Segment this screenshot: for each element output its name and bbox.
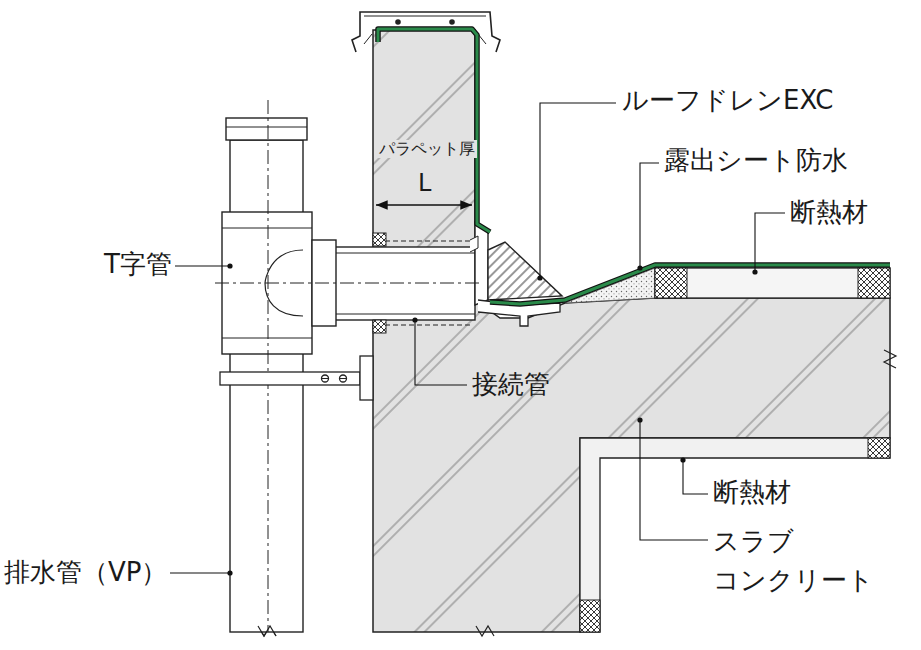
drain-pipe — [226, 127, 307, 128]
pipe-bracket — [322, 375, 329, 382]
upper-insulation — [655, 268, 687, 298]
leader-dot — [637, 417, 642, 422]
connection-pipe — [385, 241, 470, 242]
waterproof-sheet — [378, 29, 890, 304]
leader-dot — [227, 570, 232, 575]
leader-dot — [227, 263, 757, 575]
dimension-line — [376, 204, 472, 205]
pipe-bracket — [360, 356, 373, 400]
roof-drain — [488, 242, 562, 300]
upper-insulation — [565, 268, 655, 303]
roof-drain — [475, 222, 488, 305]
part-label: 排水管（VP） — [4, 558, 167, 588]
leader-line — [175, 265, 228, 266]
lower-insulation — [580, 600, 600, 632]
connection-pipe — [373, 320, 386, 333]
leader-line — [640, 163, 659, 268]
break-mark — [476, 626, 494, 636]
roof-drain — [470, 236, 478, 252]
coping-cap — [450, 20, 454, 24]
part-label: スラブ コンクリート — [713, 522, 885, 600]
drain-pipe — [258, 626, 276, 636]
drain-pipe — [222, 228, 312, 229]
roof-drain — [470, 222, 562, 326]
waterproof-sheet — [378, 29, 890, 304]
dimension-value: L — [416, 170, 433, 198]
leader-line — [640, 420, 708, 540]
pipe-bracket — [220, 372, 360, 385]
leader-dot — [537, 275, 542, 280]
leader-line — [755, 213, 785, 272]
concrete-body — [373, 30, 890, 632]
drain-pipe — [222, 338, 312, 339]
connection-pipe — [335, 253, 475, 254]
leader-dot — [412, 317, 417, 322]
leader-dot — [680, 457, 685, 462]
part-label: 断熱材 — [790, 198, 868, 228]
lower-insulation — [580, 438, 890, 632]
dimension-line — [376, 204, 472, 205]
connection-pipe — [335, 314, 475, 315]
leader-dot — [637, 265, 642, 270]
coping-cap — [364, 34, 486, 44]
coping-cap — [396, 20, 400, 24]
drain-pipe — [215, 283, 480, 284]
dimension-label: パラペット厚 — [377, 140, 477, 158]
connection-pipe — [385, 325, 470, 326]
drain-pipe — [215, 100, 480, 636]
leader-line — [170, 572, 230, 573]
coping-cap — [364, 16, 486, 17]
leader-dot — [752, 269, 757, 274]
part-label: 露出シート防水 — [664, 146, 848, 176]
upper-insulation — [565, 268, 890, 303]
break-mark — [258, 350, 896, 636]
connection-pipe — [373, 233, 386, 246]
leader-line — [540, 103, 616, 278]
break-mark — [884, 350, 896, 368]
pipe-bracket — [340, 375, 347, 382]
concrete-body — [373, 30, 890, 632]
leader-line — [683, 460, 708, 494]
part-label: 接続管 — [472, 370, 550, 400]
pipe-bracket — [340, 378, 346, 379]
drain-pipe — [268, 100, 269, 632]
pipe-bracket — [220, 356, 373, 400]
part-label: ルーフドレンEXC — [622, 86, 834, 116]
leader-dot — [227, 263, 232, 268]
upper-insulation — [655, 268, 890, 298]
drain-pipe — [226, 118, 307, 140]
lower-insulation — [580, 438, 890, 632]
upper-insulation — [858, 268, 890, 298]
lower-insulation — [868, 438, 890, 458]
part-label: 断熱材 — [713, 478, 791, 508]
part-label: T字管 — [104, 250, 172, 280]
leader-line — [415, 320, 467, 385]
pipe-bracket — [322, 378, 328, 379]
waterproof-sheet — [378, 29, 890, 304]
